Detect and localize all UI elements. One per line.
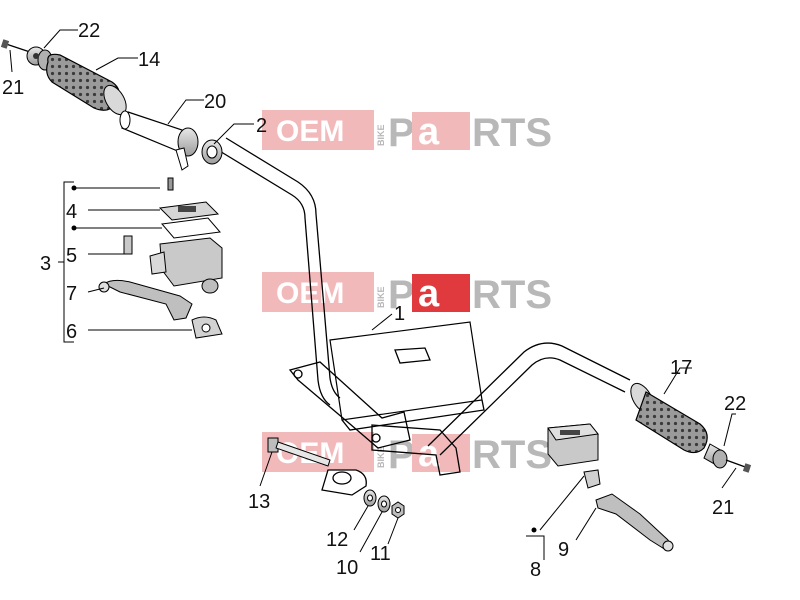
leader-lines — [9, 29, 737, 560]
callout-2: 2 — [256, 115, 267, 137]
end-screw-top — [0, 39, 31, 53]
watermark-oem-box — [262, 110, 374, 150]
watermark-a: a — [418, 111, 440, 153]
watermark-oem: OEM — [276, 115, 344, 148]
callout-labels: 22 21 14 20 2 3 4 5 7 6 1 17 22 21 13 12… — [2, 20, 746, 581]
washer-12 — [363, 489, 377, 507]
watermark-middle: OEM BIKE P a RTS — [262, 272, 552, 317]
callout-11: 11 — [370, 543, 391, 565]
callout-22-bottom: 22 — [724, 393, 746, 415]
left-master-cylinder — [98, 177, 223, 339]
watermark-oem-box — [262, 272, 374, 312]
watermark-a-box — [412, 274, 470, 312]
handlebar — [217, 137, 631, 496]
callout-22-top: 22 — [78, 20, 100, 42]
callout-3: 3 — [40, 253, 51, 275]
callout-6: 6 — [66, 321, 77, 343]
watermark-p: P — [388, 433, 415, 477]
callout-14: 14 — [138, 49, 160, 71]
callout-17: 17 — [670, 357, 692, 379]
bar-end-weight-bottom — [703, 443, 728, 469]
watermark-bike: BIKE — [376, 446, 386, 468]
left-grip — [46, 53, 127, 116]
callout-9: 9 — [558, 539, 569, 561]
watermark-rts: RTS — [472, 111, 552, 155]
callout-5: 5 — [66, 245, 77, 267]
watermark-p: P — [388, 273, 415, 317]
group-dots — [71, 185, 537, 533]
nut-11 — [391, 501, 405, 519]
callout-21-bottom: 21 — [712, 497, 734, 519]
watermark-rts: RTS — [472, 433, 552, 477]
right-master-cylinder — [547, 423, 674, 552]
watermark-a-box — [412, 112, 470, 150]
washer-10 — [377, 495, 391, 513]
callout-21-top: 21 — [2, 77, 24, 99]
mounting-bolt — [267, 437, 331, 467]
watermark-top: OEM BIKE P a RTS — [262, 110, 552, 155]
callout-12: 12 — [326, 529, 348, 551]
right-grip — [630, 382, 708, 454]
throttle-tube — [119, 110, 199, 171]
watermark-rts: RTS — [472, 273, 552, 317]
watermark-oem-box — [262, 432, 374, 472]
watermark-bike: BIKE — [376, 286, 386, 308]
callout-20: 20 — [204, 91, 226, 113]
callout-13: 13 — [248, 491, 270, 513]
callout-10: 10 — [336, 557, 358, 579]
callout-7: 7 — [66, 283, 77, 305]
watermark-bike: BIKE — [376, 124, 386, 146]
watermark-a: a — [418, 273, 440, 315]
end-screw-bottom — [725, 459, 752, 473]
callout-8: 8 — [530, 559, 541, 581]
watermark-p: P — [388, 111, 415, 155]
ring-washer — [201, 139, 223, 165]
callout-1: 1 — [394, 303, 405, 325]
callout-4: 4 — [66, 201, 77, 223]
watermark-a-box — [412, 434, 470, 472]
